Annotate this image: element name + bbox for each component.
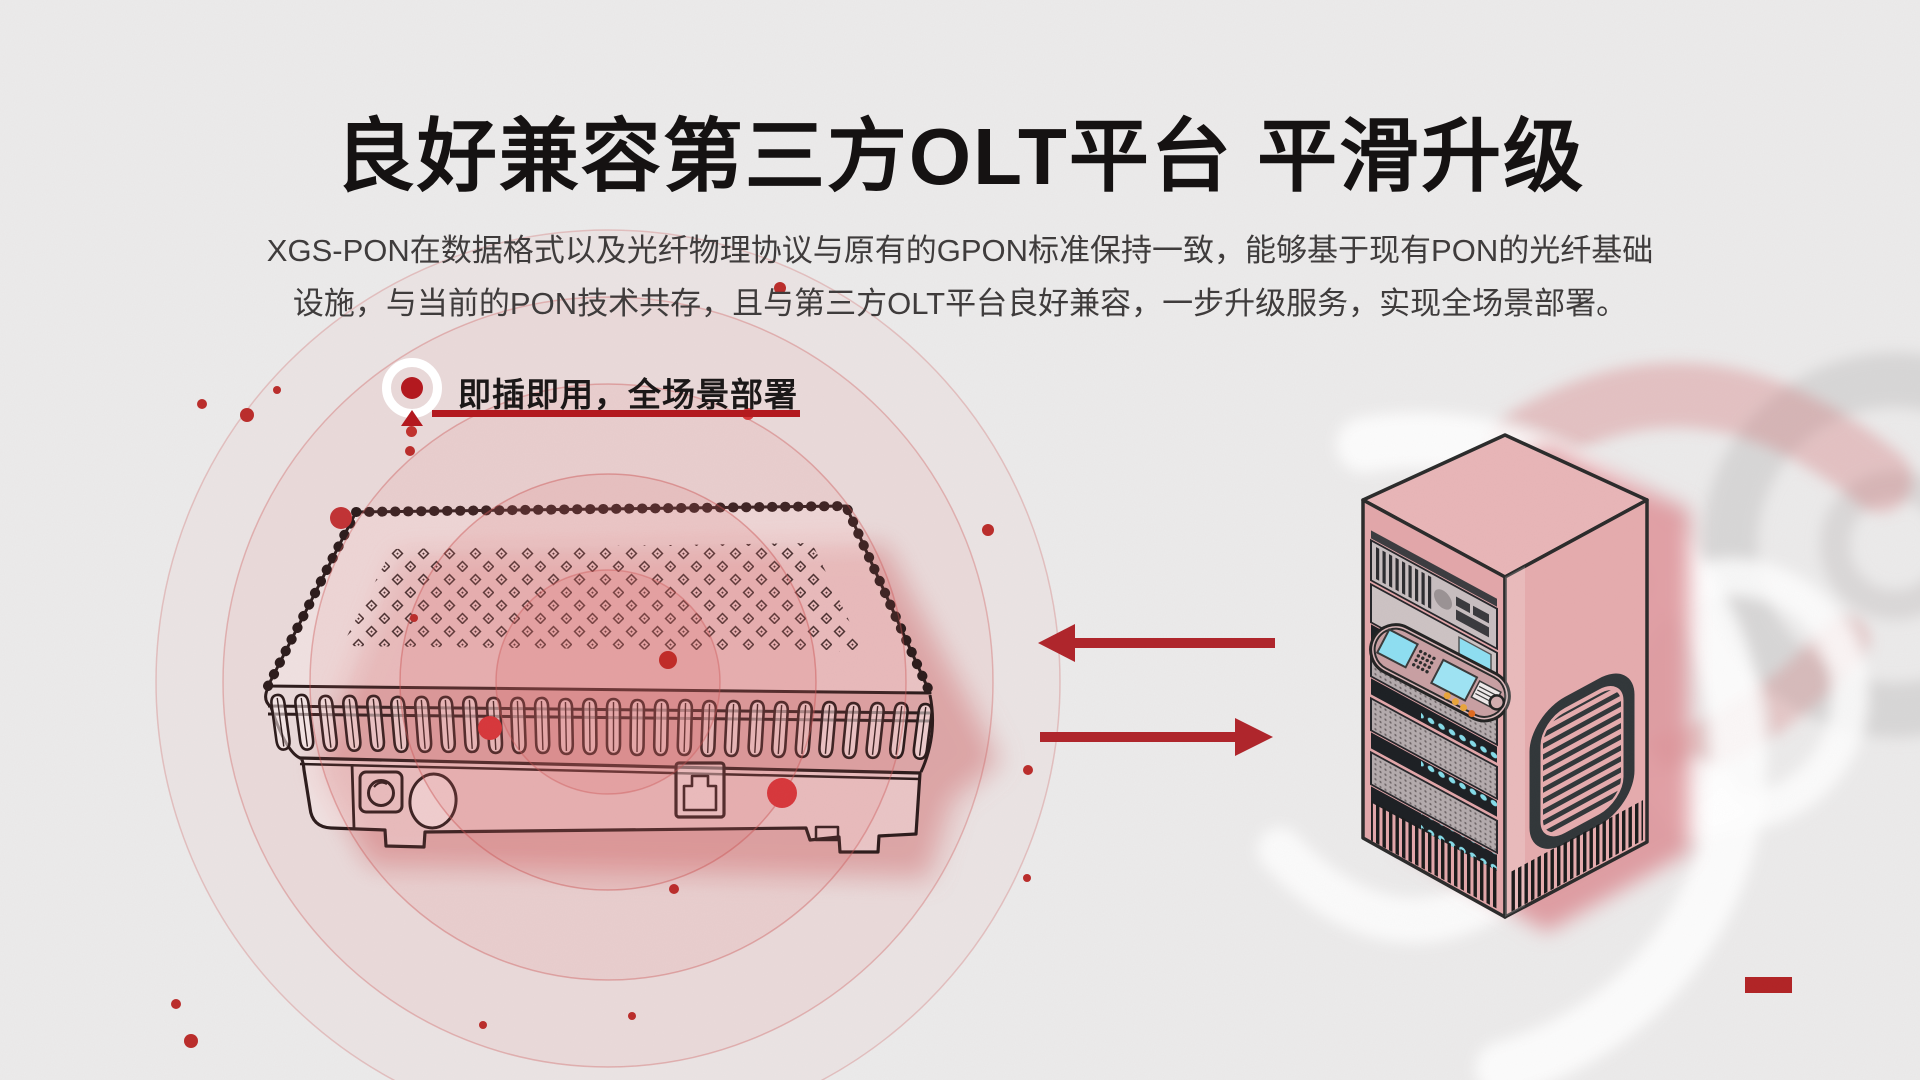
subtitle-line-1: XGS-PON在数据格式以及光纤物理协议与原有的GPON标准保持一致，能够基于现… xyxy=(266,233,1654,268)
feature-label: 即插即用，全场景部署 xyxy=(458,376,798,413)
pin-triangle xyxy=(401,410,423,426)
page-title: 良好兼容第三方OLT平台 平滑升级 xyxy=(334,112,1586,201)
page-subtitle: XGS-PON在数据格式以及光纤物理协议与原有的GPON标准保持一致，能够基于现… xyxy=(0,224,1920,330)
location-pin-icon xyxy=(382,358,452,444)
subtitle-line-2: 设施，与当前的PON技术共存，且与第三方OLT平台良好兼容，一步升级服务，实现全… xyxy=(292,286,1628,321)
pin-dot xyxy=(401,377,423,399)
pin-tail-dot xyxy=(406,426,417,437)
feature-underline xyxy=(432,410,800,417)
